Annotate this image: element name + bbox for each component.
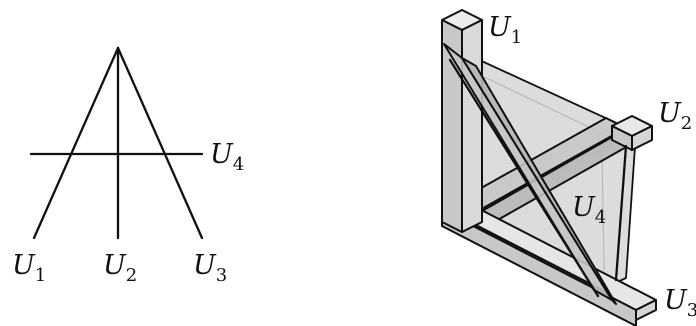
sheet-edge: [614, 144, 628, 282]
prism-u2: [611, 115, 653, 151]
right-label-u2: U2: [658, 98, 692, 134]
line-u1: [32, 46, 120, 240]
left-label-u3: U3: [193, 250, 227, 286]
diagonal-beam: [443, 43, 617, 305]
left-label-u4: U4: [210, 139, 244, 175]
left-label-u1: U1: [12, 250, 46, 286]
hidden-edge: [601, 149, 605, 271]
right-prism-diagram: U1 U2 U3 U4: [441, 9, 696, 326]
right-label-u3: U3: [664, 285, 696, 321]
left-label-u2: U2: [103, 250, 137, 286]
line-u3: [116, 46, 204, 240]
right-label-u4: U4: [572, 192, 606, 228]
right-label-u1: U1: [488, 12, 522, 48]
left-line-diagram: U1 U2 U3 U4: [12, 46, 244, 286]
prism-u1: [441, 9, 483, 233]
